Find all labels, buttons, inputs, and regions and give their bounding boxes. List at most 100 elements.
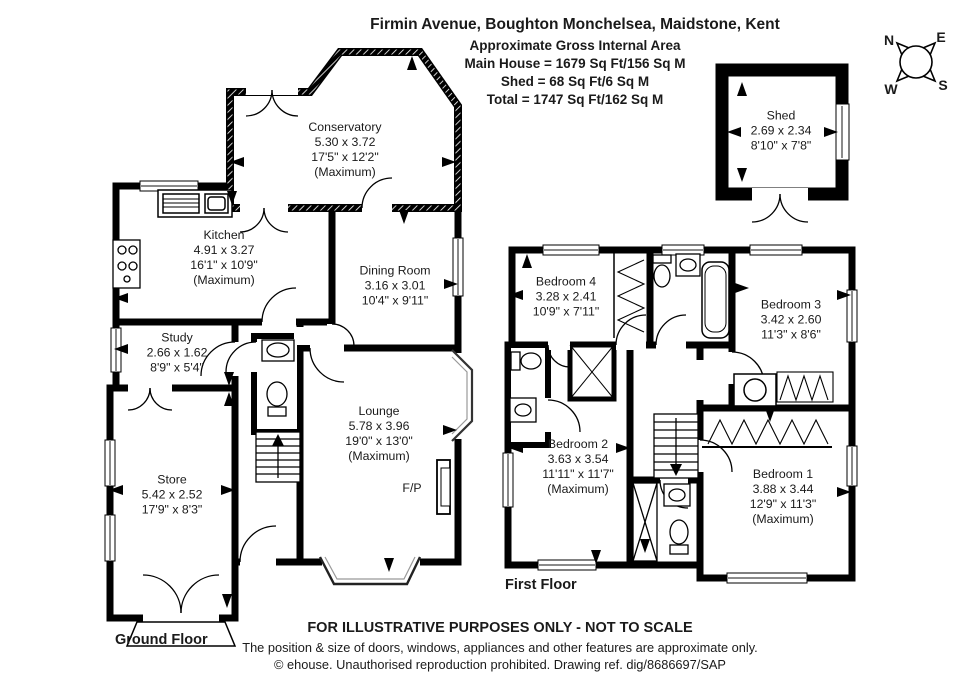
room-note: (Maximum) [348, 449, 410, 463]
page-title: Firmin Avenue, Boughton Monchelsea, Maid… [370, 16, 780, 33]
compass-label-w: W [884, 81, 898, 97]
ensuite-sink [509, 397, 537, 423]
first-floor-plan [502, 244, 858, 584]
airing-cupboard-tank [733, 373, 777, 407]
room-label-dining: Dining Room 3.16 x 3.01 10'4" x 9'11" [359, 264, 430, 309]
compass-label-s: S [938, 77, 948, 93]
room-label-kitchen: Kitchen 4.91 x 3.27 16'1" x 10'9" (Maxim… [190, 228, 257, 288]
room-dim-imperial: 19'0" x 13'0" [345, 434, 413, 448]
room-dim-metric: 4.91 x 3.27 [193, 243, 255, 257]
room-label-bedroom4: Bedroom 4 3.28 x 2.41 10'9" x 7'11" [533, 275, 600, 320]
shower-cubicle-marks [569, 344, 615, 400]
kitchen-sink-unit [157, 189, 233, 218]
wc-sink [261, 339, 295, 362]
room-label-bedroom3: Bedroom 3 3.42 x 2.60 11'3" x 8'6" [761, 298, 822, 343]
first-floor-windows [502, 244, 858, 584]
room-name: Conservatory [308, 120, 382, 134]
room-name: Kitchen [203, 228, 245, 242]
room-name: Bedroom 4 [535, 274, 597, 289]
wc-toilet [266, 381, 288, 417]
footer-copyright: © ehouse. Unauthorised reproduction proh… [274, 657, 726, 672]
room-name: Lounge [358, 404, 400, 418]
fireplace [436, 459, 451, 515]
first-floor-openings [543, 340, 737, 485]
room-note: (Maximum) [193, 273, 255, 287]
family-sink [663, 483, 691, 507]
footer-disclaimer-small: The position & size of doors, windows, a… [242, 640, 758, 655]
room-note: (Maximum) [547, 482, 609, 496]
compass-label-n: N [883, 32, 895, 48]
room-dim-imperial: 10'4" x 9'11" [361, 293, 429, 308]
room-dim-imperial: 10'9" x 7'11" [532, 304, 600, 319]
room-dim-metric: 3.28 x 2.41 [535, 289, 597, 304]
room-dim-metric: 3.16 x 3.01 [364, 278, 426, 293]
room-dim-metric: 3.42 x 2.60 [760, 312, 822, 327]
kitchen-hob [112, 239, 141, 289]
bedroom4-wardrobe [613, 252, 646, 338]
ground-floor-plan [104, 48, 474, 647]
bathroom-bath [701, 261, 730, 339]
room-dim-imperial: 17'9" x 8'3" [141, 502, 203, 517]
room-dim-imperial: 17'5" x 12'2" [311, 150, 379, 164]
store-porch-step [125, 621, 237, 647]
lounge-side-bay-window [451, 349, 474, 442]
room-dim-imperial: 16'1" x 10'9" [190, 258, 258, 272]
room-name: Bedroom 2 [547, 437, 609, 451]
shed-plan [715, 63, 850, 223]
room-name: Study [161, 330, 193, 345]
room-dim-metric: 5.42 x 2.52 [141, 487, 203, 502]
bathroom-sink [675, 253, 701, 277]
first-floor-label: First Floor [505, 577, 577, 593]
room-name: Store [157, 472, 187, 487]
header-area-total: Total = 1747 Sq Ft/162 Sq M [486, 92, 664, 107]
room-dim-metric: 5.30 x 3.72 [314, 135, 376, 149]
room-dim-metric: 2.66 x 1.62 [146, 345, 208, 360]
room-dim-metric: 3.63 x 3.54 [547, 452, 609, 466]
staircase-first [653, 413, 699, 479]
room-dim-imperial: 12'9" x 11'3" [749, 497, 817, 511]
ground-floor-windows [104, 180, 464, 562]
room-label-lounge: Lounge 5.78 x 3.96 19'0" x 13'0" (Maximu… [345, 404, 412, 464]
ground-floor-walls [106, 48, 462, 622]
room-note: (Maximum) [314, 165, 376, 179]
room-dim-imperial: 11'3" x 8'6" [761, 327, 821, 342]
ground-floor-fixtures [112, 189, 474, 647]
first-floor-doors [547, 314, 765, 509]
first-floor-fixtures [509, 252, 834, 562]
room-note: (Maximum) [752, 512, 814, 526]
bathroom-toilet [652, 254, 672, 288]
compass-circle [899, 45, 933, 79]
room-dim-metric: 2.69 x 2.34 [750, 123, 812, 138]
compass-rose [895, 41, 937, 83]
room-dim-metric: 5.78 x 3.96 [348, 419, 410, 433]
staircase-ground [255, 431, 301, 483]
ground-floor-label: Ground Floor [115, 632, 208, 648]
shed-doors [751, 193, 809, 223]
header-area-shed: Shed = 68 Sq Ft/6 Sq M [500, 74, 650, 89]
room-dim-imperial: 8'9" x 5'4" [150, 360, 204, 375]
room-label-bedroom2: Bedroom 2 3.63 x 3.54 11'11" x 11'7" (Ma… [542, 437, 614, 497]
fireplace-label: F/P [402, 481, 422, 495]
header-area-main: Main House = 1679 Sq Ft/156 Sq M [464, 56, 686, 71]
room-name: Shed [766, 108, 796, 123]
room-label-store: Store 5.42 x 2.52 17'9" x 8'3" [142, 473, 203, 518]
lounge-bottom-bay-window [318, 556, 422, 586]
footer-disclaimer-bold: FOR ILLUSTRATIVE PURPOSES ONLY - NOT TO … [307, 620, 693, 636]
family-toilet [669, 519, 689, 555]
plan-header: Firmin Avenue, Boughton Monchelsea, Maid… [280, 16, 870, 109]
plan-footer: FOR ILLUSTRATIVE PURPOSES ONLY - NOT TO … [120, 620, 880, 673]
room-name: Bedroom 1 [752, 467, 814, 481]
compass-label-e: E [936, 29, 946, 45]
room-label-study: Study 2.66 x 1.62 8'9" x 5'4" [147, 331, 208, 376]
room-name: Dining Room [359, 263, 431, 278]
room-dim-imperial: 11'11" x 11'7" [542, 467, 614, 481]
ensuite-toilet [510, 351, 542, 371]
room-label-conservatory: Conservatory 5.30 x 3.72 17'5" x 12'2" (… [308, 120, 381, 180]
room-dim-metric: 3.88 x 3.44 [752, 482, 814, 496]
room-label-bedroom1: Bedroom 1 3.88 x 3.44 12'9" x 11'3" (Max… [750, 467, 817, 527]
header-subtitle: Approximate Gross Internal Area [469, 38, 681, 53]
room-dim-imperial: 8'10" x 7'8" [750, 138, 812, 153]
ground-floor-doors [127, 89, 393, 614]
